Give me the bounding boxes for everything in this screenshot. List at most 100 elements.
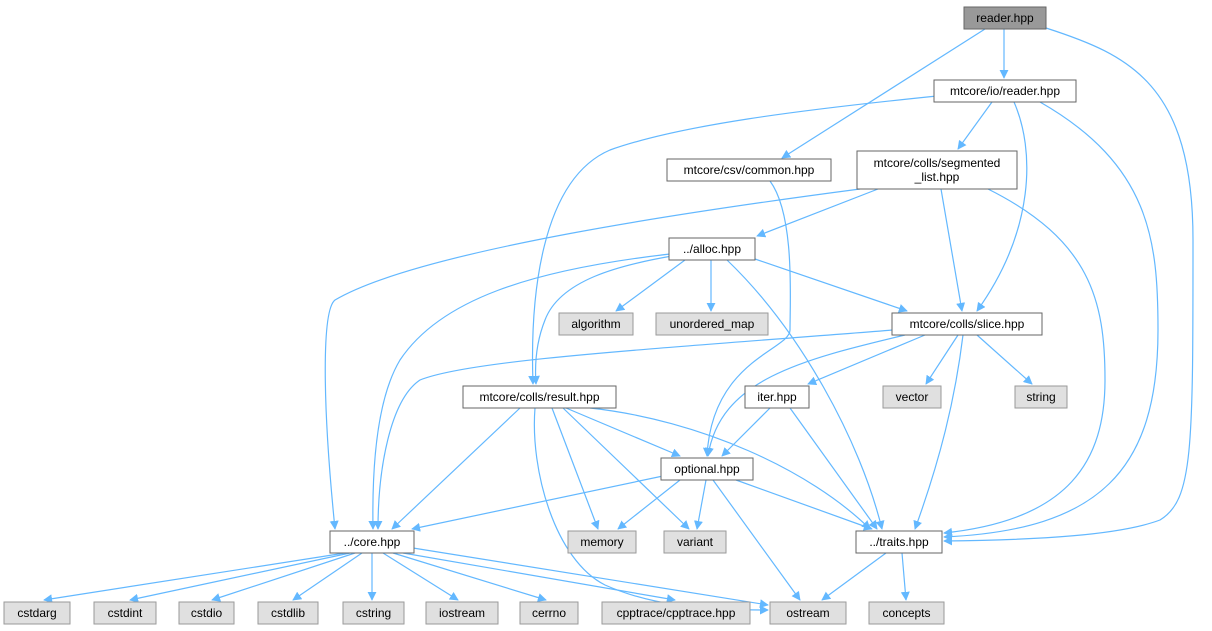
edge-result-to-memory	[551, 407, 600, 530]
edge-core-to-cstdint	[129, 552, 351, 603]
node-csv-common[interactable]: mtcore/csv/common.hpp	[666, 158, 832, 182]
node-label: cstdlib	[271, 606, 305, 620]
node-label: optional.hpp	[674, 462, 740, 476]
node-concepts: concepts	[868, 601, 945, 625]
node-box	[425, 601, 499, 625]
edge-slice-to-optional	[704, 334, 906, 457]
node-seg-list[interactable]: mtcore/colls/segmented_list.hpp	[856, 150, 1018, 190]
node-box	[329, 530, 415, 554]
node-label: variant	[677, 535, 714, 549]
node-box	[744, 385, 810, 409]
edge-seg_list-to-slice	[940, 188, 966, 312]
node-box	[856, 150, 1018, 190]
edge-result-to-traits	[589, 407, 871, 530]
edge-reader-to-traits	[943, 27, 1194, 546]
edge-slice-to-traits	[913, 334, 964, 530]
node-box	[882, 385, 942, 409]
node-label: cstdarg	[17, 606, 56, 620]
node-optional[interactable]: optional.hpp	[660, 457, 754, 481]
edge-io_reader-to-result	[528, 95, 938, 385]
node-box	[3, 601, 71, 625]
node-label: cstring	[356, 606, 391, 620]
edge-alloc-to-result	[530, 255, 673, 385]
edge-optional-to-memory	[617, 479, 681, 530]
edge-slice-to-vector	[925, 334, 959, 385]
node-cstring: cstring	[342, 601, 405, 625]
node-label: cstdint	[108, 606, 143, 620]
node-box	[891, 312, 1043, 336]
node-io-reader[interactable]: mtcore/io/reader.hpp	[933, 79, 1077, 103]
node-box	[933, 79, 1077, 103]
node-box	[567, 530, 637, 554]
node-cerrno: cerrno	[519, 601, 579, 625]
edge-io_reader-to-slice	[976, 101, 1028, 312]
node-cstdarg: cstdarg	[3, 601, 71, 625]
edge-result-to-optional	[565, 407, 681, 458]
edge-optional-to-variant	[694, 479, 707, 530]
node-label: mtcore/io/reader.hpp	[950, 84, 1060, 98]
edge-slice-to-string	[976, 334, 1033, 385]
node-result[interactable]: mtcore/colls/result.hpp	[462, 385, 617, 409]
edge-alloc-to-traits	[726, 259, 885, 530]
node-label: cstdio	[191, 606, 223, 620]
node-label: vector	[896, 390, 929, 404]
node-traits[interactable]: ../traits.hpp	[855, 530, 943, 554]
edge-optional-to-ostream	[712, 479, 801, 601]
node-layer: reader.hpp mtcore/io/reader.hpp mtcore/csv…	[3, 6, 1077, 625]
node-box	[519, 601, 579, 625]
edge-iter-to-optional	[721, 407, 771, 457]
edge-layer	[43, 27, 1194, 615]
node-alloc[interactable]: ../alloc.hpp	[668, 237, 756, 261]
edge-seg_list-to-alloc	[756, 188, 879, 238]
node-unordered-map: unordered_map	[655, 312, 769, 336]
node-ostream: ostream	[769, 601, 847, 625]
node-label: ostream	[786, 606, 829, 620]
node-label: ../core.hpp	[344, 535, 401, 549]
node-slice[interactable]: mtcore/colls/slice.hpp	[891, 312, 1043, 336]
node-label: cerrno	[532, 606, 566, 620]
node-label: algorithm	[571, 317, 620, 331]
edge-io_reader-to-traits	[943, 101, 1159, 542]
node-core[interactable]: ../core.hpp	[329, 530, 415, 554]
edge-reader-to-csv_common	[781, 28, 986, 159]
edge-optional-to-core	[411, 475, 664, 532]
node-box	[178, 601, 235, 625]
node-label: mtcore/colls/slice.hpp	[910, 317, 1025, 331]
node-label: iter.hpp	[757, 390, 797, 404]
edge-traits-to-concepts	[900, 552, 910, 601]
node-box	[868, 601, 945, 625]
node-memory: memory	[567, 530, 637, 554]
edge-alloc-to-algorithm	[615, 259, 686, 312]
edge-core-to-cstdio	[211, 552, 356, 602]
node-iter[interactable]: iter.hpp	[744, 385, 810, 409]
edge-csv_common-to-optional	[702, 180, 792, 457]
edge-result-to-core	[391, 407, 521, 530]
node-cstdint: cstdint	[93, 601, 157, 625]
node-box	[558, 312, 634, 336]
node-box	[601, 601, 751, 625]
edge-iter-to-traits	[789, 407, 878, 530]
node-box	[668, 237, 756, 261]
node-label: memory	[580, 535, 623, 549]
node-label: ../alloc.hpp	[683, 242, 741, 256]
edge-alloc-to-core	[368, 253, 671, 530]
node-reader[interactable]: reader.hpp	[963, 6, 1047, 30]
node-box	[855, 530, 943, 554]
node-box	[963, 6, 1047, 30]
node-label: reader.hpp	[976, 11, 1034, 25]
edge-result-to-variant	[562, 407, 690, 530]
node-string: string	[1014, 385, 1068, 409]
edge-core-to-cstdlib	[292, 552, 363, 601]
edge-alloc-to-slice	[754, 258, 908, 313]
node-box	[1014, 385, 1068, 409]
node-cpptrace: cpptrace/cpptrace.hpp	[601, 601, 751, 625]
edge-core-to-ostream	[412, 547, 769, 609]
node-box	[663, 530, 727, 554]
node-cstdlib: cstdlib	[257, 601, 319, 625]
edge-slice-to-iter	[807, 334, 926, 386]
node-label: mtcore/colls/segmented_list.hpp	[874, 156, 1001, 184]
edge-io_reader-to-seg_list	[957, 101, 993, 150]
node-box	[342, 601, 405, 625]
node-label: ../traits.hpp	[869, 535, 929, 549]
node-box	[655, 312, 769, 336]
